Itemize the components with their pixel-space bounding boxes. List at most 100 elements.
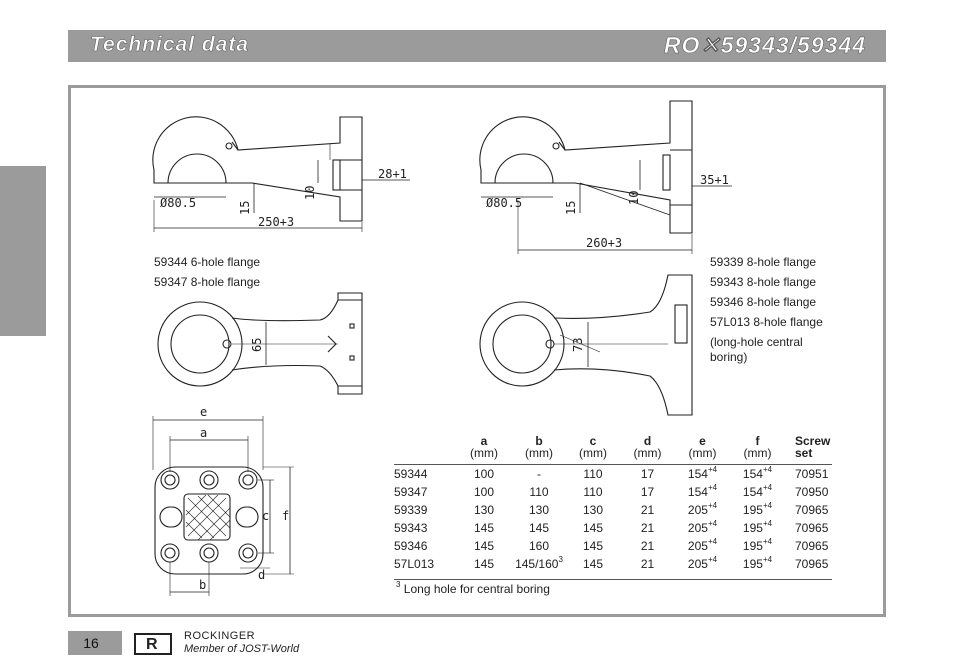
cell-value: 70965 <box>795 557 829 571</box>
cell-value: 154 <box>742 467 763 481</box>
cell-screw: 70965 <box>785 555 853 573</box>
caption-line: (long-hole central <box>710 335 803 349</box>
dim-10: 10 <box>627 191 641 205</box>
header-unit: (mm) <box>525 446 553 460</box>
footnote-text: Long hole for central boring <box>403 582 550 596</box>
caption-line: 59347 8-hole flange <box>154 275 261 289</box>
cell-model: 59339 <box>394 501 456 519</box>
language-tab: GB <box>0 166 46 441</box>
cell-e: 154+4 <box>675 483 730 501</box>
dim-73: 73 <box>571 338 585 352</box>
cell-value: 59347 <box>394 485 428 499</box>
tolerance: +4 <box>707 501 718 510</box>
model-title: RO✕59343/59344 <box>663 32 866 59</box>
cell-value: 59346 <box>394 539 428 553</box>
header-name: a <box>480 434 488 448</box>
tolerance: +4 <box>707 483 718 492</box>
dim-diameter: Ø80.5 <box>486 196 522 210</box>
cell-value: 205 <box>687 521 708 535</box>
table-header-row: a(mm) b(mm) c(mm) d(mm) e(mm) f(mm) Scre… <box>394 435 853 459</box>
cell-value: 145 <box>582 539 604 553</box>
cell-value: 110 <box>529 485 549 499</box>
cell-f: 154+4 <box>730 483 785 501</box>
footer-divider <box>394 579 832 580</box>
dim-250: 250+3 <box>258 215 294 229</box>
dim-e: e <box>200 405 207 419</box>
footnote-mark: 3 <box>396 580 401 589</box>
tolerance: +4 <box>762 555 773 564</box>
cell-value: 110 <box>583 485 603 499</box>
cell-value: 205 <box>687 557 708 571</box>
dim-15: 15 <box>238 201 252 215</box>
caption-line: 59346 8-hole flange <box>710 295 817 309</box>
tolerance: +4 <box>707 555 718 564</box>
tolerance: +4 <box>762 483 773 492</box>
cell-value: 145 <box>473 539 495 553</box>
header-c: c(mm) <box>566 435 620 459</box>
header-unit: (mm) <box>743 446 772 460</box>
cell-value: 70950 <box>795 485 829 499</box>
cell-value: 17 <box>640 485 655 499</box>
cell-d: 21 <box>620 537 675 555</box>
cell-screw: 70965 <box>785 537 853 555</box>
caption-line: 59344 6-hole flange <box>154 255 261 269</box>
cell-value: 100 <box>473 467 495 481</box>
cell-c: 145 <box>566 519 620 537</box>
header-unit: (mm) <box>579 446 607 460</box>
cell-f: 195+4 <box>730 537 785 555</box>
cell-screw: 70951 <box>785 459 853 483</box>
header-a: a(mm) <box>456 435 512 459</box>
cell-value: 154 <box>687 485 708 499</box>
spec-table: a(mm) b(mm) c(mm) d(mm) e(mm) f(mm) Scre… <box>394 435 853 573</box>
cell-value: 195 <box>742 521 763 535</box>
cell-f: 154+4 <box>730 459 785 483</box>
header-unit: (mm) <box>470 446 498 460</box>
cell-c: 110 <box>566 483 620 501</box>
dim-f: f <box>282 509 289 523</box>
cell-value: 21 <box>640 539 655 553</box>
cell-value: 160 <box>528 539 550 553</box>
cell-e: 154+4 <box>675 459 730 483</box>
cell-e: 205+4 <box>675 519 730 537</box>
cell-value: 17 <box>640 467 655 481</box>
dim-b: b <box>199 578 206 592</box>
header-unit: set <box>795 446 813 460</box>
header-unit: (mm) <box>633 446 662 460</box>
header-unit: (mm) <box>688 446 717 460</box>
cell-value: 154 <box>687 467 708 481</box>
caption-line: 59339 8-hole flange <box>710 255 817 269</box>
dim-15: 15 <box>564 201 578 215</box>
cell-value: 70951 <box>795 467 829 481</box>
cell-b: 110 <box>512 483 566 501</box>
cell-value: 205 <box>687 503 708 517</box>
cell-d: 17 <box>620 483 675 501</box>
dim-a: a <box>200 426 207 440</box>
tolerance: +4 <box>762 501 773 510</box>
header-name: Screw <box>795 434 831 448</box>
cell-a: 145 <box>456 555 512 573</box>
brand-name: ROCKINGER <box>184 630 256 642</box>
tolerance: +4 <box>762 519 773 528</box>
cell-value: 154 <box>742 485 763 499</box>
header-bar: Technical data RO✕59343/59344 <box>68 30 886 62</box>
cell-model: 59346 <box>394 537 456 555</box>
cell-value: 195 <box>742 503 763 517</box>
tolerance: +4 <box>707 465 718 474</box>
cell-d: 21 <box>620 519 675 537</box>
page-number-box: 16 <box>68 631 122 655</box>
dim-260: 260+3 <box>586 236 622 250</box>
header-divider <box>394 464 832 465</box>
cell-f: 195+4 <box>730 501 785 519</box>
cell-value: 70965 <box>795 503 829 517</box>
cell-model: 59347 <box>394 483 456 501</box>
footnote-ref: 3 <box>558 555 563 564</box>
cell-f: 195+4 <box>730 555 785 573</box>
cell-value: 145/160 <box>515 557 559 571</box>
cell-value: 70965 <box>795 521 829 535</box>
cell-value: 130 <box>528 503 550 517</box>
header-name: f <box>755 434 760 448</box>
